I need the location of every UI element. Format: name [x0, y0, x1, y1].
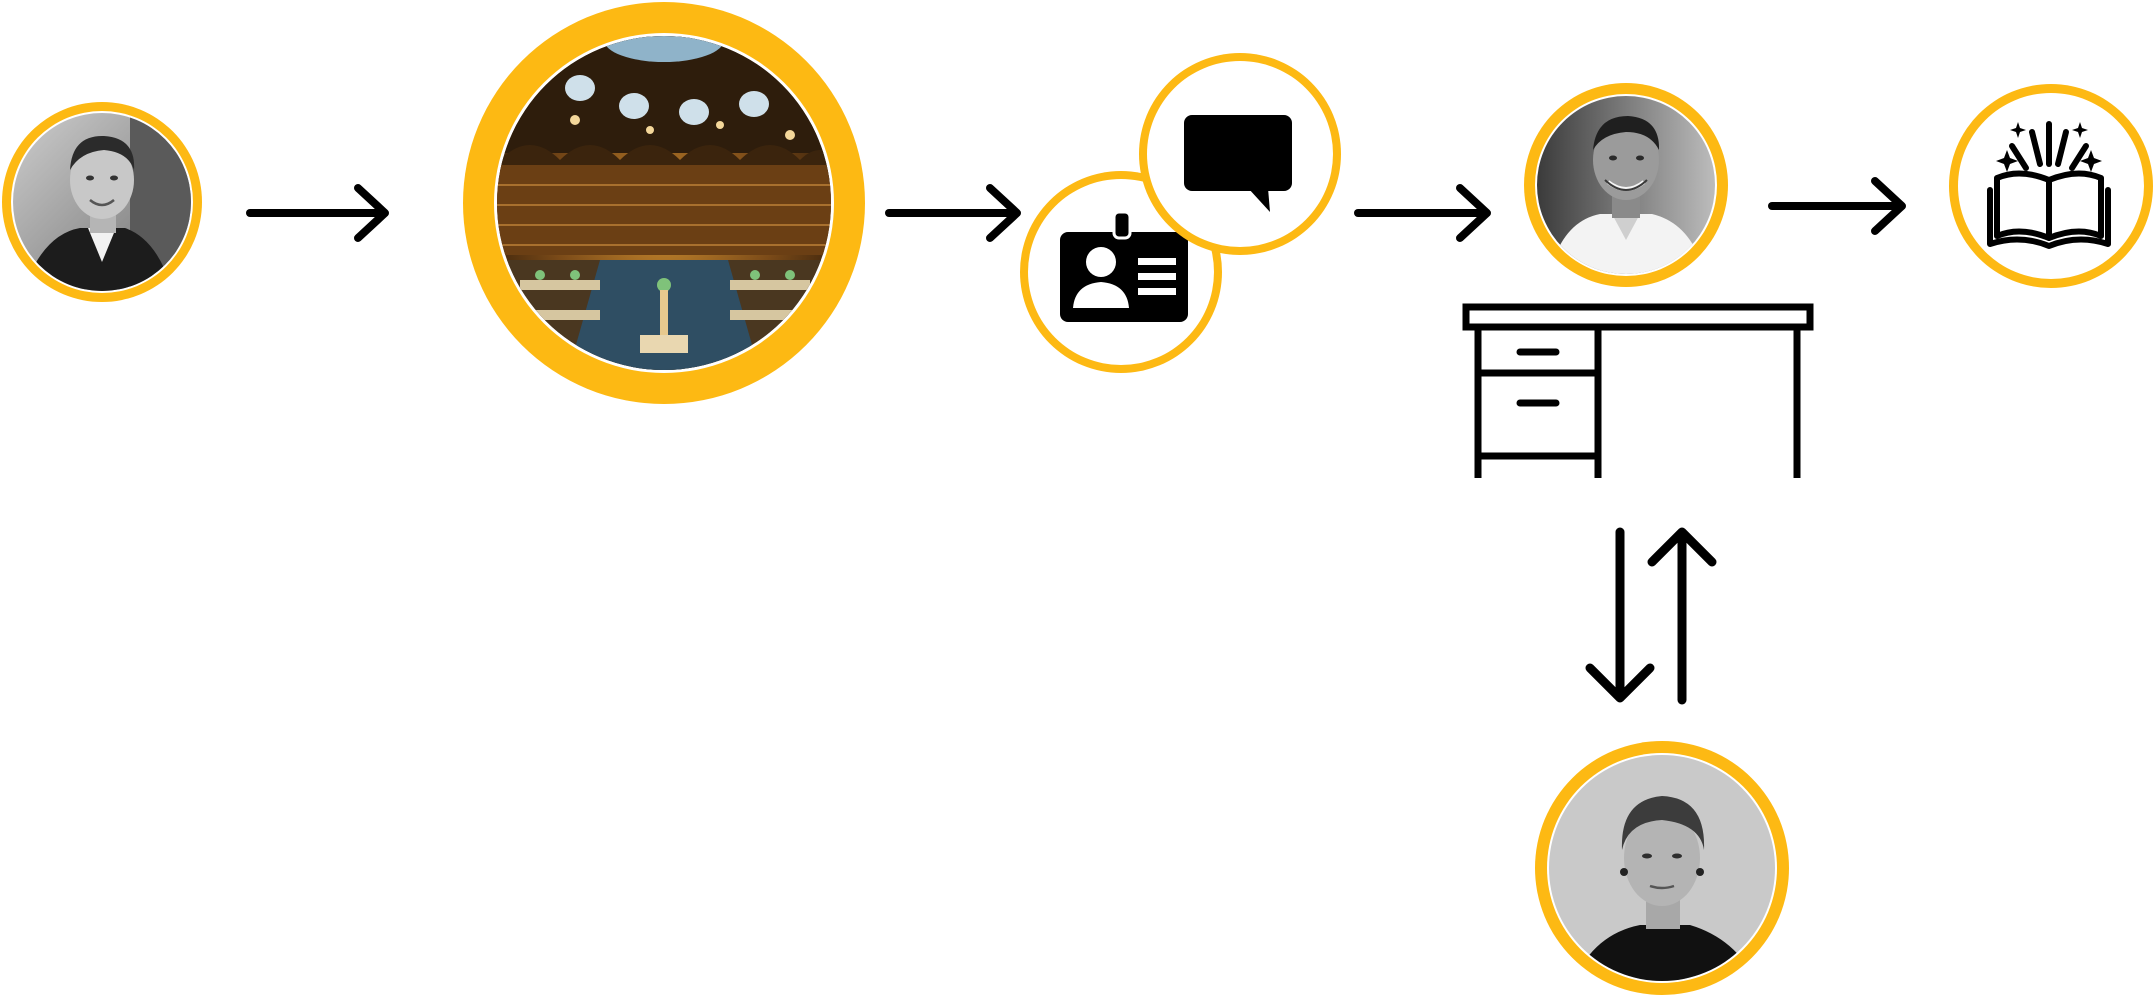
library-photo-node: [463, 2, 865, 404]
arrow-desk-to-expert: [1590, 532, 1650, 698]
visitor-photo-node: [2, 102, 202, 302]
arrow-librarian-to-book: [1772, 181, 1902, 231]
arrow-chat-to-librarian: [1358, 188, 1487, 238]
arrow-visitor-to-library: [250, 188, 385, 238]
arrow-library-to-idcard: [889, 188, 1017, 238]
expert-photo-node: [1535, 741, 1789, 995]
desk-icon: [1466, 307, 1810, 478]
arrow-expert-to-desk: [1652, 532, 1712, 700]
librarian-photo-node: [1524, 83, 1728, 287]
chat-node: [1139, 53, 1341, 255]
book-node: [1949, 84, 2153, 288]
